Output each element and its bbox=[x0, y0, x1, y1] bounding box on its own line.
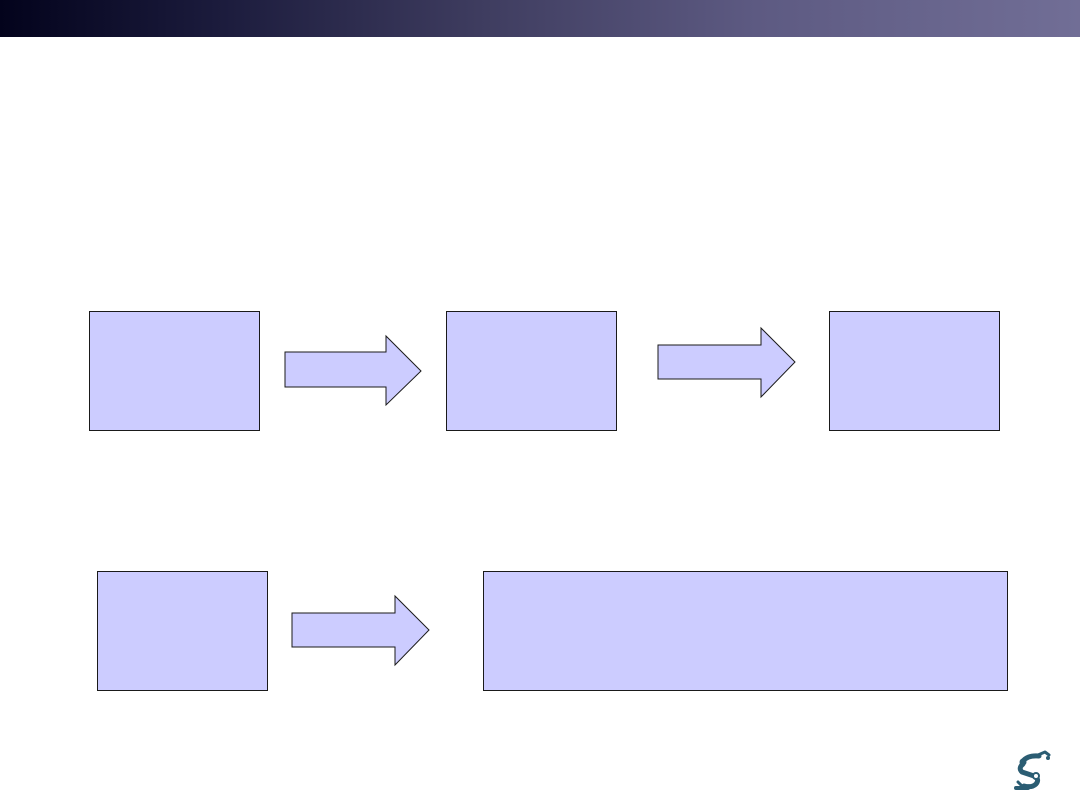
flow-box-3 bbox=[829, 311, 1000, 431]
slide-header-bar bbox=[0, 0, 1080, 37]
flow-box-4 bbox=[97, 571, 268, 691]
flow-box-5-wide bbox=[483, 571, 1008, 691]
arrow-right-icon bbox=[284, 334, 422, 407]
flow-box-1 bbox=[89, 311, 260, 431]
arrow-right-icon bbox=[657, 326, 796, 399]
robot-arm-logo-icon bbox=[1014, 750, 1051, 790]
arrow-right-icon bbox=[291, 594, 430, 667]
flow-box-2 bbox=[446, 311, 617, 431]
